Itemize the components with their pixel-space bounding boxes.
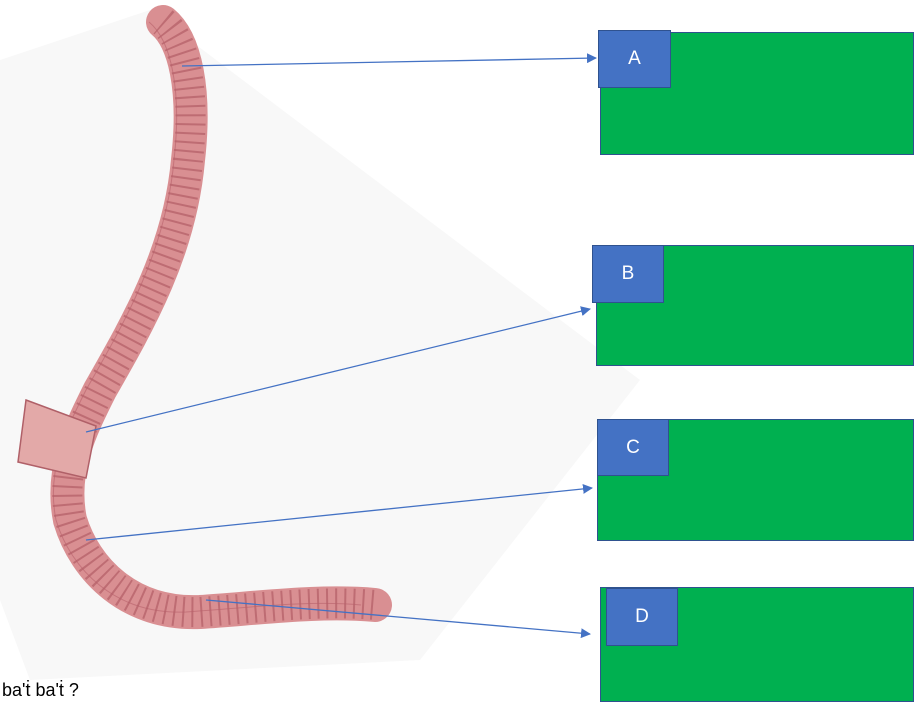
label-a: A — [598, 30, 671, 88]
label-b: B — [592, 245, 664, 303]
label-d: D — [606, 588, 678, 646]
arrow-a — [182, 58, 596, 66]
bottom-caption: ba'ṫ ba'ṫ ? — [2, 680, 79, 701]
label-c: C — [597, 419, 669, 476]
